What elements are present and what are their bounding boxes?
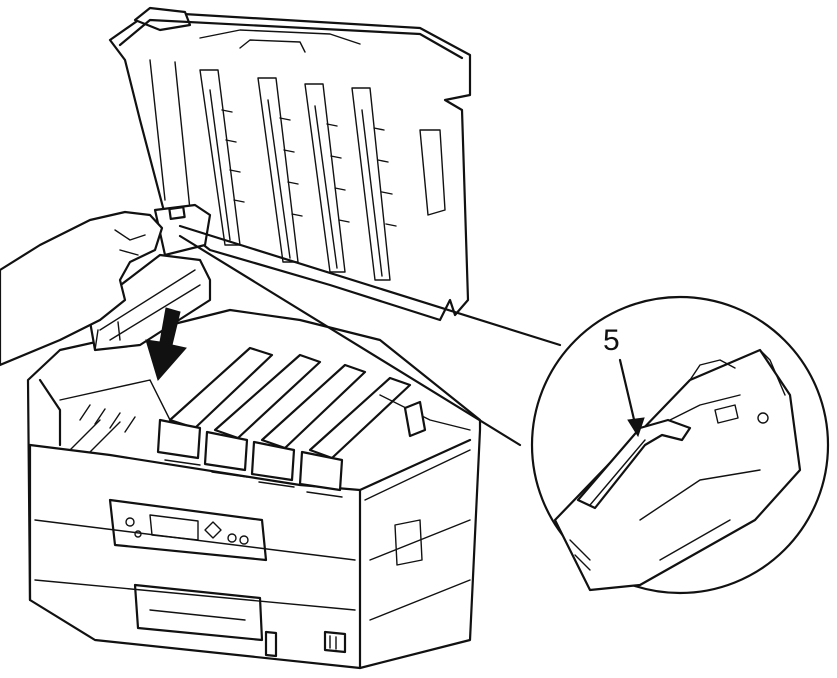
down-arrow-icon [145,307,187,382]
callout-leader [178,224,562,447]
control-panel [108,498,268,562]
magnified-detail [530,295,830,595]
hand-icon [0,210,164,367]
callout-arrow-icon [618,358,645,438]
fuser-unit [86,203,212,352]
open-top-cover [108,6,472,322]
callout-number: 5 [603,324,620,357]
image-drums [38,346,471,498]
